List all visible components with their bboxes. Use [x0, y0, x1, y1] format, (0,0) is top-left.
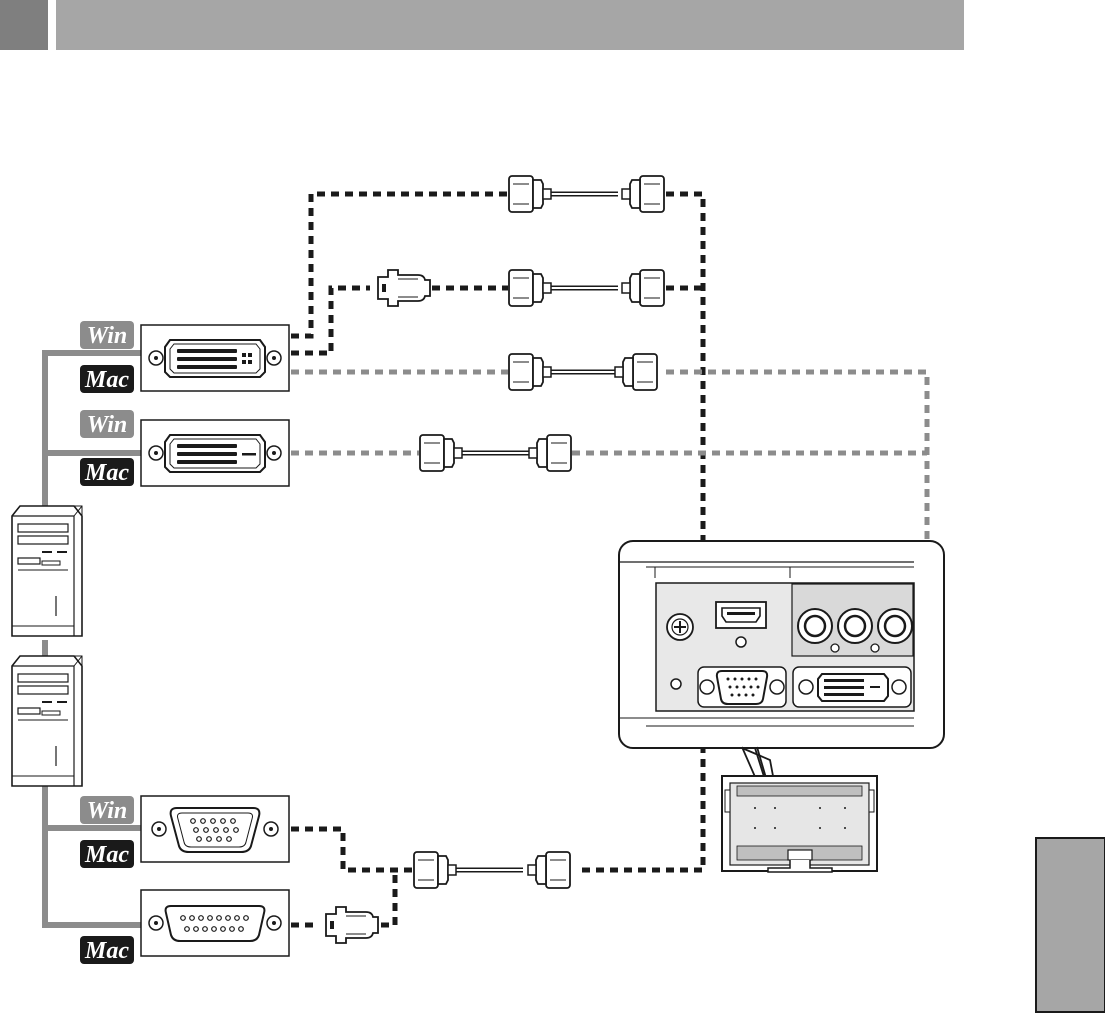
computer-tower-top	[12, 506, 82, 636]
svg-text:Mac: Mac	[84, 460, 129, 486]
windows-badge: Win	[80, 796, 134, 824]
cable-dvi-d	[420, 435, 571, 471]
dvi-port	[793, 667, 911, 707]
cable-dvi-i	[509, 354, 657, 390]
dvi-vga-adapter	[378, 270, 430, 306]
svg-text:Mac: Mac	[84, 938, 129, 964]
mac-badge: Mac	[80, 936, 134, 964]
cable-vga-top	[509, 176, 664, 212]
mac-badge: Mac	[80, 365, 134, 393]
cable-vga-bottom	[414, 852, 570, 888]
monitor-rear-view	[722, 776, 877, 872]
vga-port	[698, 667, 786, 707]
svg-text:Win: Win	[87, 323, 127, 349]
vga-port-windows	[141, 796, 289, 862]
cable-vga-adapter	[509, 270, 664, 306]
svg-text:Win: Win	[87, 798, 127, 824]
svg-text:Win: Win	[87, 412, 127, 438]
dvi-i-port	[141, 325, 289, 391]
computer-port-bracket	[45, 353, 141, 925]
mac-vga-adapter	[326, 907, 378, 943]
ground-screw-icon	[667, 614, 693, 640]
header-bar	[56, 0, 964, 50]
side-tab	[1036, 838, 1105, 1012]
mac-badge: Mac	[80, 840, 134, 868]
dvi-d-port	[141, 420, 289, 486]
svg-text:Mac: Mac	[84, 842, 129, 868]
mac-badge: Mac	[80, 458, 134, 486]
windows-badge: Win	[80, 321, 134, 349]
svg-text:Mac: Mac	[84, 367, 129, 393]
computer-tower-bottom	[12, 656, 82, 786]
mac-db15-port	[141, 890, 289, 956]
windows-badge: Win	[80, 410, 134, 438]
rca-ports	[792, 584, 913, 656]
header-square	[0, 0, 48, 50]
